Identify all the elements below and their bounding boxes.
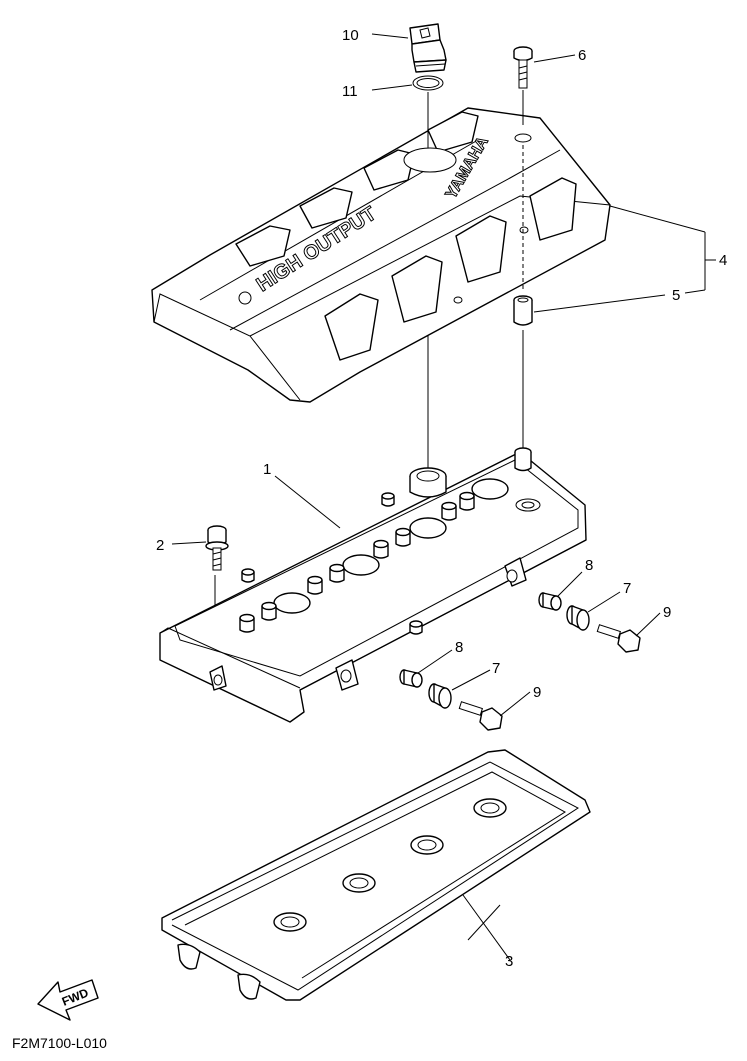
diagram-code: F2M7100-L010	[12, 1035, 107, 1051]
bolt	[205, 525, 229, 571]
damper	[428, 683, 452, 709]
alignment-lines	[214, 90, 524, 672]
callout-9b: 9	[533, 684, 541, 701]
gasket	[161, 749, 591, 1001]
damper-bolt	[596, 624, 641, 653]
hardware-set-lower	[399, 669, 503, 731]
callouts: 10 11 6 4 5 1 2 8 7 9 8 7 9 3	[156, 27, 727, 970]
leader-lines	[171, 33, 716, 961]
grommet	[538, 592, 562, 611]
callout-11: 11	[342, 83, 358, 100]
callout-9a: 9	[663, 604, 671, 621]
callout-7b: 7	[492, 660, 500, 677]
callout-6: 6	[578, 47, 586, 64]
callout-10: 10	[342, 27, 359, 44]
callout-7a: 7	[623, 580, 631, 597]
callout-3: 3	[505, 953, 513, 970]
cylinder-head-cover: YAMAHA HIGH OUTPUT	[151, 107, 611, 403]
cylinder-head	[159, 447, 587, 723]
callout-2: 2	[156, 537, 164, 554]
callout-8b: 8	[455, 639, 463, 656]
o-ring	[412, 75, 444, 91]
oil-filler-cap	[409, 23, 447, 73]
damper-bolt	[458, 701, 503, 731]
cover-screw	[513, 46, 533, 89]
collar	[513, 295, 533, 326]
callout-8a: 8	[585, 557, 593, 574]
damper	[566, 605, 590, 631]
grommet	[399, 669, 423, 688]
fwd-arrow: FWD	[37, 979, 99, 1021]
callout-1: 1	[263, 461, 271, 478]
callout-5: 5	[672, 287, 680, 304]
callout-4: 4	[719, 252, 727, 269]
hardware-set-upper	[538, 592, 641, 653]
